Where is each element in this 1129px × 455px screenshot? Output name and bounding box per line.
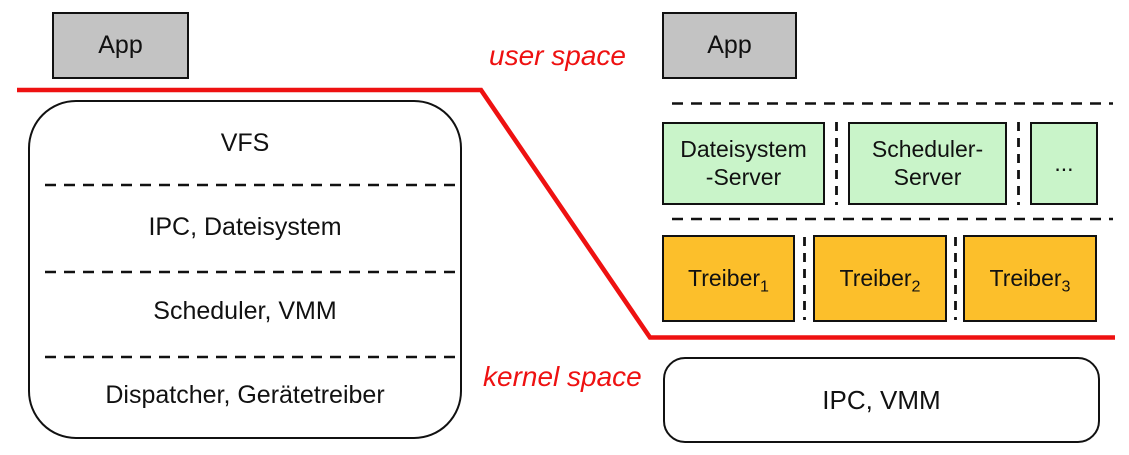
driver-label-subscript: 1 [760,277,769,296]
server-label-line2: -Server [705,163,782,190]
layer-label: IPC, Dateisystem [148,213,342,242]
driver-label-subscript: 2 [911,277,921,296]
driver-label: Treiber2 [839,265,921,295]
user-kernel-boundary-line [17,87,1115,340]
server-box-ellipsis: ... [1030,122,1098,205]
layer-label: Dispatcher, Gerätetreiber [105,380,385,409]
layer-vfs: VFS [30,102,460,186]
microkernel-label: IPC, VMM [822,384,941,415]
server-label-line1: Dateisystem [680,135,807,162]
driver-box-2: Treiber2 [813,235,947,322]
user-space-label: user space [489,40,626,71]
driver-label: Treiber1 [688,265,769,295]
layer-dispatcher-geraetetreiber: Dispatcher, Gerätetreiber [30,353,460,437]
app-label: App [707,31,752,59]
layer-scheduler-vmm: Scheduler, VMM [30,270,460,354]
driver-label-base: Treiber [688,265,761,291]
driver-box-3: Treiber3 [963,235,1097,322]
server-label: ... [1054,150,1073,178]
app-label: App [98,31,143,59]
app-box-monolithic: App [52,12,189,79]
server-label-line2: Server [893,163,962,190]
server-box-dateisystem: Dateisystem -Server [662,122,825,205]
layer-label: VFS [220,129,270,158]
driver-box-1: Treiber1 [662,235,795,322]
driver-label-base: Treiber [839,265,912,291]
server-label-line1: ... [1054,149,1074,176]
server-label-line1: Scheduler- [871,135,984,162]
layer-label: Scheduler, VMM [153,296,337,325]
app-box-microkernel: App [662,12,797,79]
kernel-space-label: kernel space [483,361,642,392]
driver-label-base: Treiber [989,265,1062,291]
server-label: Dateisystem -Server [680,136,807,191]
layer-ipc-dateisystem: IPC, Dateisystem [30,186,460,270]
driver-label: Treiber3 [989,265,1071,295]
server-box-scheduler: Scheduler- Server [848,122,1007,205]
driver-label-subscript: 3 [1061,277,1071,296]
monolithic-kernel-box: VFS IPC, Dateisystem Scheduler, VMM Disp… [28,100,462,439]
microkernel-box-ipc-vmm: IPC, VMM [663,357,1100,443]
server-label: Scheduler- Server [872,136,983,191]
